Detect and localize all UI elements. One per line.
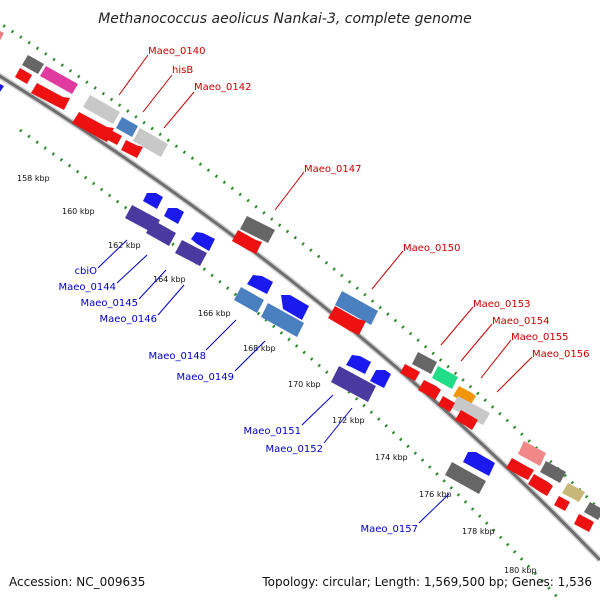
forward-gene-cluster-e [506,441,600,532]
leader-line [234,340,266,372]
leader-line [496,356,533,393]
gene-label-maeo-0153[interactable]: Maeo_0153 [473,299,530,310]
forward-gene-cluster-d [400,352,490,430]
kbp-label: 164 kbp [153,275,186,284]
gene-label-maeo-0155[interactable]: Maeo_0155 [511,332,568,343]
gene-label-maeo-0152[interactable]: Maeo_0152 [266,444,323,455]
kbp-label: 168 kbp [243,344,276,353]
forward-gene-cluster-c [328,291,378,335]
leader-line [138,269,167,300]
reverse-gene-cluster-d [445,452,495,494]
forward-gene-cluster-b [232,216,275,254]
gene-label-maeo-0145[interactable]: Maeo_0145 [81,298,138,309]
kbp-label: 176 kbp [419,490,452,499]
leader-line [418,493,450,524]
leader-line [274,171,305,211]
gene-label-maeo-0151[interactable]: Maeo_0151 [244,426,301,437]
leader-line [118,54,149,96]
leader-line [116,254,148,284]
outer-tick-ring [0,21,600,512]
leader-line [163,91,195,129]
kbp-label: 160 kbp [62,207,95,216]
leader-line [371,250,404,290]
leader-line [301,394,334,426]
leader-line [142,74,173,113]
map-title: Methanococcus aeolicus Nankai-3, complet… [98,11,472,27]
kbp-label: 174 kbp [375,453,408,462]
gene-label-maeo-0157[interactable]: Maeo_0157 [361,524,418,535]
reverse-gene-cluster-a [0,84,215,266]
reverse-gene-cluster-b [234,275,309,337]
gene-label-maeo-0154[interactable]: Maeo_0154 [492,316,549,327]
kbp-label: 158 kbp [17,174,50,183]
gene-label-maeo-0147[interactable]: Maeo_0147 [304,164,361,175]
leader-line [323,407,353,444]
gene-label-maeo-0150[interactable]: Maeo_0150 [403,243,460,254]
gene-label-maeo-0156[interactable]: Maeo_0156 [532,349,589,360]
leader-line [97,239,128,269]
gene-label-maeo-0149[interactable]: Maeo_0149 [177,372,234,383]
leader-line [157,284,185,316]
leader-line [205,319,237,351]
accession-text: Accession: NC_009635 [9,575,145,589]
genome-summary-text: Topology: circular; Length: 1,569,500 bp… [261,575,592,589]
kbp-label: 166 kbp [198,309,231,318]
kbp-label: 180 kbp [504,566,537,575]
gene-label-cbio[interactable]: cbiO [75,266,98,277]
gene-label-maeo-0144[interactable]: Maeo_0144 [59,282,116,293]
forward-gene-cluster-a [0,31,168,158]
kbp-label: 178 kbp [462,527,495,536]
gene-label-maeo-0140[interactable]: Maeo_0140 [148,46,205,57]
leader-line [440,306,474,346]
kbp-label: 172 kbp [332,416,365,425]
gene-label-maeo-0148[interactable]: Maeo_0148 [149,351,206,362]
gene-label-maeo-0142[interactable]: Maeo_0142 [194,82,251,93]
leader-line [480,339,512,379]
genome-backbone [0,74,600,562]
leader-line [460,323,493,362]
gene-label-hisb[interactable]: hisB [172,65,193,76]
reverse-gene-cluster-c [331,355,391,402]
kbp-label: 162 kbp [108,241,141,250]
gene-label-maeo-0146[interactable]: Maeo_0146 [100,314,157,325]
kbp-label: 170 kbp [288,380,321,389]
